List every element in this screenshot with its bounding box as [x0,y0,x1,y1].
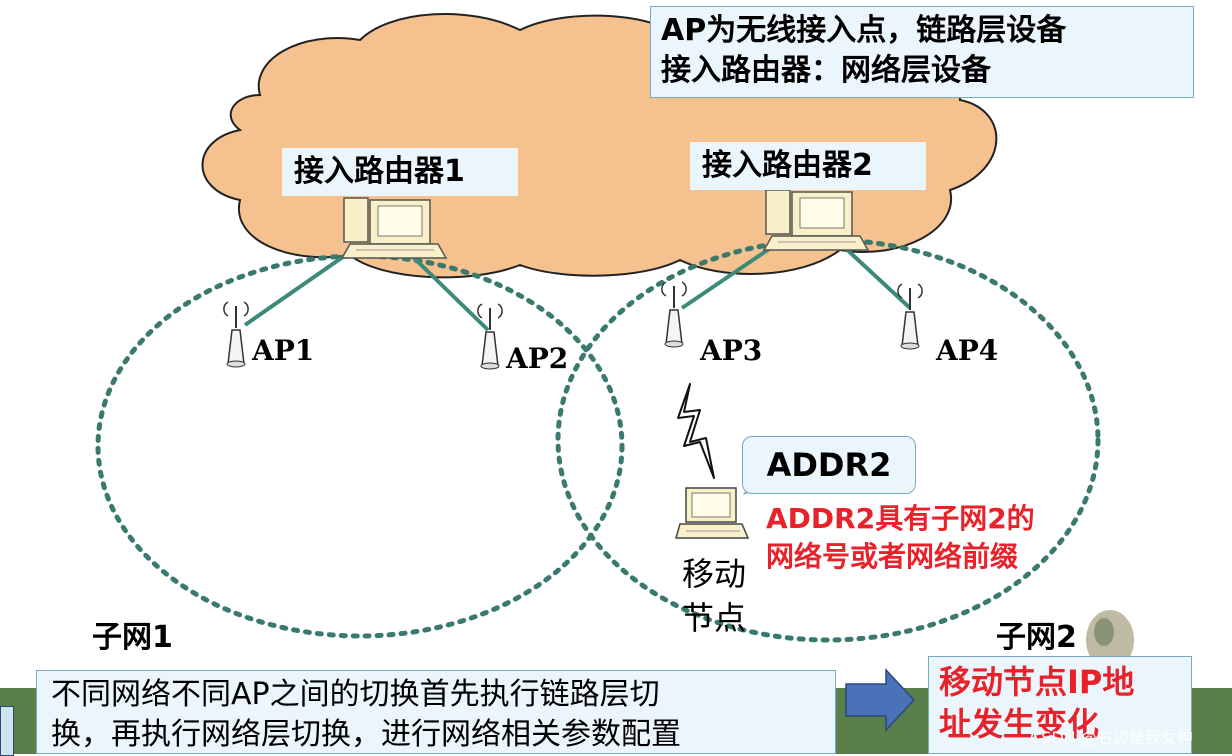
address-bubble: ADDR2 [742,436,916,494]
mobile-node-label: 移动 节点 [674,552,754,640]
antenna-ap-icon [477,303,503,370]
mobile-node-label-line2: 节点 [681,599,746,637]
router-computer-icon [340,197,448,259]
antenna-ap-icon [661,281,687,348]
subnet1-label: 子网1 [92,620,173,655]
ap1-label: AP1 [252,334,315,367]
result-note-line1: 移动节点IP地 [939,663,1135,701]
bottom-note-line1: 不同网络不同AP之间的切换首先执行链路层切 [51,677,660,712]
bottom-note: 不同网络不同AP之间的切换首先执行链路层切 换，再执行网络层切换，进行网络相关参… [36,670,836,754]
top-note: AP为无线接入点，链路层设备 接入路由器：网络层设备 [650,6,1194,98]
antenna-ap-icon [897,283,923,350]
address-note: ADDR2具有子网2的 网络号或者网络前缀 [766,500,1035,576]
result-note-line2: 址发生变化 [939,705,1100,743]
ap4-label: AP4 [936,334,999,367]
address-note-line1: ADDR2具有子网2的 [766,502,1035,535]
top-note-line1: AP为无线接入点，链路层设备 [661,13,1067,48]
watermark: CSDN @右边是我女神 [1030,728,1193,747]
ap2-label: AP2 [506,342,569,375]
subnet2-label: 子网2 [996,620,1077,655]
top-note-line2: 接入路由器：网络层设备 [661,53,991,88]
router2-label: 接入路由器2 [690,142,926,190]
result-note: 移动节点IP地 址发生变化 [928,656,1192,754]
decorative-photo [1086,610,1134,670]
subnet1-ring [95,253,625,639]
ap3-label: AP3 [700,334,763,367]
lightning-bolt-icon [677,383,715,479]
mobile-node-label-line1: 移动 [681,555,746,593]
antenna-ap-icon [223,301,249,368]
laptop-computer-icon [675,487,750,539]
address-note-line2: 网络号或者网络前缀 [766,540,1019,573]
bottom-note-line2: 换，再执行网络层切换，进行网络相关参数配置 [51,717,681,752]
router-computer-icon [762,189,870,251]
right-arrow-icon [845,668,916,732]
subnet2-ring [555,237,1101,643]
router1-label: 接入路由器1 [282,148,518,196]
router-ap-links [243,243,912,332]
